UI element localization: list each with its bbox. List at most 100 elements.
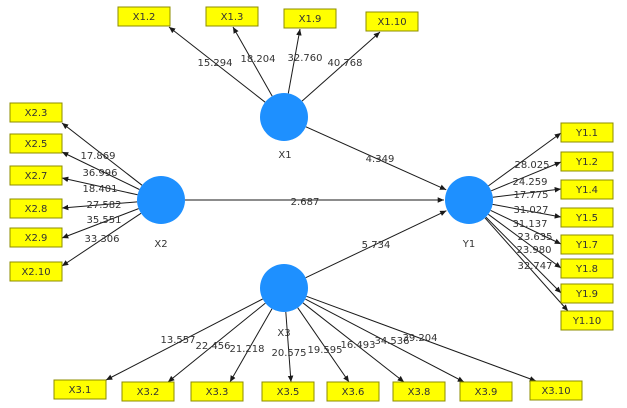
loading-arrow-x1-2 xyxy=(168,26,266,103)
indicator-y1-7[interactable]: Y1.7 xyxy=(560,234,614,255)
indicator-x1-10[interactable]: X1.10 xyxy=(365,11,419,32)
indicator-x1-9[interactable]: X1.9 xyxy=(283,8,337,29)
loading-value-x2-9: 35.551 xyxy=(87,215,122,226)
indicator-box xyxy=(560,151,614,172)
loading-value-x2-7: 18.401 xyxy=(83,184,118,195)
latent-x3[interactable]: X3 xyxy=(260,264,308,339)
indicator-label: Y1.8 xyxy=(575,264,598,275)
indicator-box xyxy=(560,234,614,255)
indicator-x2-3[interactable]: X2.3 xyxy=(9,102,63,123)
latent-y1[interactable]: Y1 xyxy=(445,176,493,250)
indicator-y1-10[interactable]: Y1.10 xyxy=(560,310,614,331)
loading-value-y1-9: 23.980 xyxy=(517,245,552,256)
loading-value-x3-8: 16.493 xyxy=(341,340,376,351)
indicator-x3-5[interactable]: X3.5 xyxy=(261,381,315,402)
indicator-y1-2[interactable]: Y1.2 xyxy=(560,151,614,172)
latent-circle xyxy=(137,176,185,224)
loading-arrow-x3-8 xyxy=(302,302,405,383)
indicator-label: X3.5 xyxy=(277,387,300,398)
latent-label: X3 xyxy=(277,328,290,339)
loading-arrow-x3-2 xyxy=(167,302,266,383)
latent-label: Y1 xyxy=(462,239,475,250)
indicator-label: Y1.1 xyxy=(575,128,598,139)
indicator-box xyxy=(121,381,175,402)
indicator-y1-4[interactable]: Y1.4 xyxy=(560,179,614,200)
indicator-y1-5[interactable]: Y1.5 xyxy=(560,207,614,228)
indicator-y1-1[interactable]: Y1.1 xyxy=(560,122,614,143)
indicator-label: X3.9 xyxy=(475,387,498,398)
loading-arrow-y1-7 xyxy=(490,209,562,245)
loading-arrow-x1-9 xyxy=(287,28,302,94)
loading-value-x3-10: 39.204 xyxy=(403,333,438,344)
indicator-box xyxy=(9,198,63,219)
loading-value-x2-8: 27.582 xyxy=(87,200,122,211)
indicator-x3-3[interactable]: X3.3 xyxy=(190,381,244,402)
indicator-y1-8[interactable]: Y1.8 xyxy=(560,258,614,279)
loading-arrow-y1-10 xyxy=(484,217,569,312)
indicator-label: X2.8 xyxy=(25,204,48,215)
indicator-x3-9[interactable]: X3.9 xyxy=(459,381,513,402)
indicator-label: Y1.2 xyxy=(575,157,598,168)
indicator-x3-8[interactable]: X3.8 xyxy=(392,381,446,402)
indicator-x2-5[interactable]: X2.5 xyxy=(9,133,63,154)
indicator-box xyxy=(9,133,63,154)
indicator-x1-2[interactable]: X1.2 xyxy=(117,6,171,27)
loading-value-x3-9: 34.536 xyxy=(375,336,410,347)
indicator-label: Y1.7 xyxy=(575,240,598,251)
indicator-x3-1[interactable]: X3.1 xyxy=(53,379,107,400)
indicator-box xyxy=(9,165,63,186)
loading-value-y1-4: 17.775 xyxy=(514,190,549,201)
loading-value-x2-3: 17.869 xyxy=(81,151,116,162)
indicator-label: Y1.5 xyxy=(575,213,598,224)
loading-value-x3-5: 20.575 xyxy=(272,348,307,359)
latent-label: X2 xyxy=(154,239,167,250)
indicator-box xyxy=(560,122,614,143)
latent-circle xyxy=(260,264,308,312)
loading-value-y1-1: 28.025 xyxy=(515,160,550,171)
indicator-x3-6[interactable]: X3.6 xyxy=(326,381,380,402)
loading-value-y1-5: 31.027 xyxy=(514,205,549,216)
loading-arrow-x2-10 xyxy=(61,212,142,267)
path-arrow-x3-y1 xyxy=(305,210,447,279)
indicator-box xyxy=(560,310,614,331)
indicator-label: X2.3 xyxy=(25,108,48,119)
indicator-y1-9[interactable]: Y1.9 xyxy=(560,283,614,304)
indicator-x1-3[interactable]: X1.3 xyxy=(205,6,259,27)
indicator-label: Y1.4 xyxy=(575,185,598,196)
loading-value-x2-5: 36.996 xyxy=(83,168,118,179)
indicator-box xyxy=(117,6,171,27)
loading-arrow-x2-5 xyxy=(61,151,140,190)
indicator-x2-8[interactable]: X2.8 xyxy=(9,198,63,219)
indicator-box xyxy=(459,381,513,402)
loading-value-y1-8: 23.635 xyxy=(518,232,553,243)
indicator-x2-9[interactable]: X2.9 xyxy=(9,227,63,248)
path-coefficient-x2-y1: 2.687 xyxy=(291,197,320,208)
latent-circle xyxy=(260,93,308,141)
indicator-box xyxy=(560,179,614,200)
indicator-box xyxy=(261,381,315,402)
path-arrow-x1-y1 xyxy=(305,126,447,191)
latent-x1[interactable]: X1 xyxy=(260,93,308,161)
loading-arrow-x3-10 xyxy=(306,295,537,382)
path-coefficient-x3-y1: 5.734 xyxy=(362,240,391,251)
indicator-label: X3.3 xyxy=(206,387,229,398)
loading-arrow-y1-9 xyxy=(485,216,562,294)
indicator-x3-2[interactable]: X3.2 xyxy=(121,381,175,402)
indicator-x2-7[interactable]: X2.7 xyxy=(9,165,63,186)
indicator-label: X3.2 xyxy=(137,387,160,398)
indicator-box xyxy=(53,379,107,400)
indicator-box xyxy=(560,207,614,228)
loading-value-x1-2: 15.294 xyxy=(198,58,233,69)
edges-layer xyxy=(61,26,569,383)
indicator-x2-10[interactable]: X2.10 xyxy=(9,261,63,282)
indicator-box xyxy=(9,261,63,282)
latent-x2[interactable]: X2 xyxy=(137,176,185,250)
indicator-box xyxy=(326,381,380,402)
latent-label: X1 xyxy=(278,150,291,161)
indicator-box xyxy=(9,102,63,123)
loading-value-x2-10: 33.306 xyxy=(85,234,120,245)
indicator-box xyxy=(205,6,259,27)
indicator-x3-10[interactable]: X3.10 xyxy=(529,380,583,401)
